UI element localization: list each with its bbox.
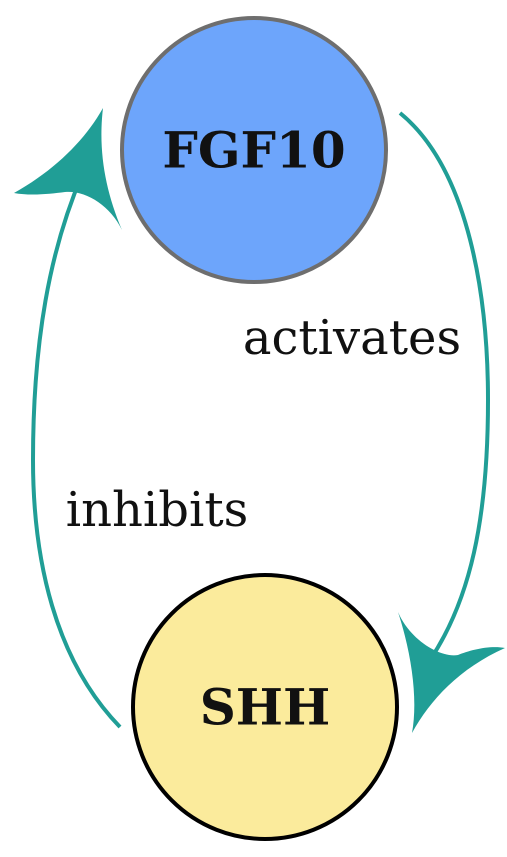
inhibits-arrowhead: [14, 108, 122, 230]
inhibits-arrow-line: [30, 174, 122, 729]
node-shh: SHH: [131, 573, 399, 841]
activates-label: activates: [243, 310, 461, 366]
activates-arrowhead: [398, 612, 505, 733]
fgf10-circle: [120, 16, 388, 284]
fgf10-label: FGF10: [162, 121, 345, 180]
inhibits-label: inhibits: [66, 482, 249, 538]
shh-label: SHH: [200, 678, 331, 737]
edge-activates: activates: [243, 111, 505, 733]
edge-inhibits: inhibits: [14, 108, 249, 729]
node-fgf10: FGF10: [120, 16, 388, 284]
shh-circle: [131, 573, 399, 841]
activates-arrow-line: [398, 111, 491, 662]
